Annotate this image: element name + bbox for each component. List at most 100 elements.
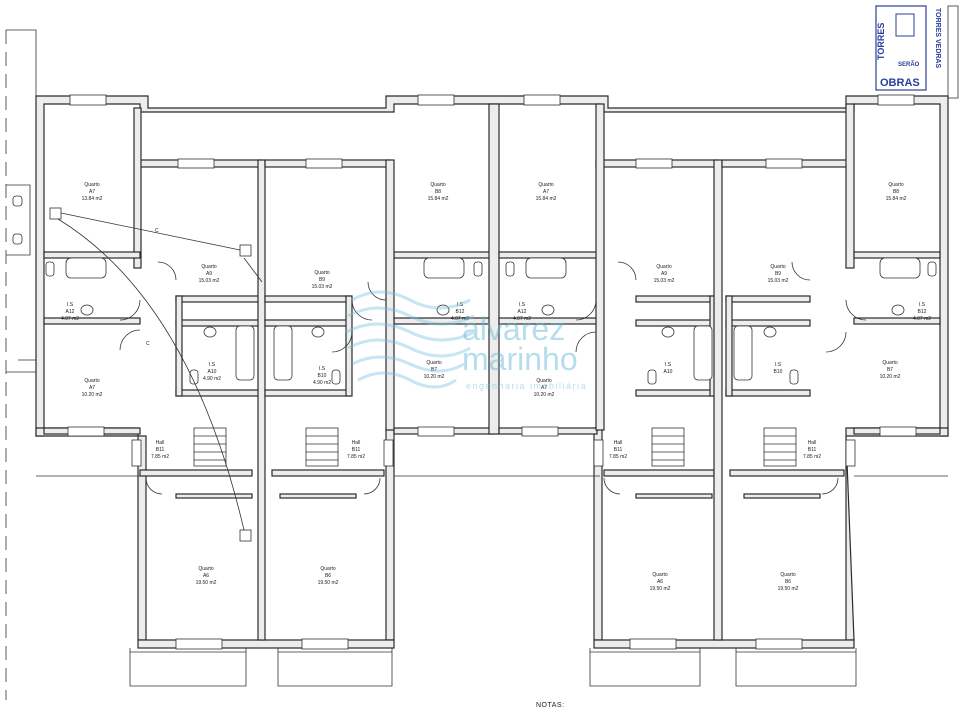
room-code: A12 <box>518 309 527 315</box>
room-area: 15.03 m2 <box>654 278 675 284</box>
room-code: A7 <box>89 189 95 195</box>
stamp-line3: TORRES VEDRAS <box>934 8 941 68</box>
room-name: I.S <box>519 302 526 308</box>
watermark-line1: alvarez <box>462 311 565 347</box>
room-code: A9 <box>206 271 212 277</box>
left-edge-lines <box>5 29 40 700</box>
room-code: B10 <box>318 373 327 379</box>
room-area: 10.20 m2 <box>880 374 901 380</box>
watermark: alvarez marinho engenharia imobiliária <box>345 290 587 391</box>
room-name: I.S <box>775 362 782 368</box>
stamp-line1: TORRES <box>876 23 886 60</box>
room-name: Quarto <box>426 360 442 366</box>
room-name: Quarto <box>198 566 214 572</box>
section-line: C C <box>49 207 263 542</box>
room-code: B11 <box>156 447 165 453</box>
room-code: B12 <box>456 309 465 315</box>
room-area: 4.07 m2 <box>913 316 931 322</box>
stairs <box>193 427 797 467</box>
room-code: A12 <box>66 309 75 315</box>
room-area: 7.85 m2 <box>151 454 169 460</box>
room-code: A6 <box>657 579 663 585</box>
room-code: B9 <box>319 277 325 283</box>
room-name: Quarto <box>538 182 554 188</box>
room-area: 15.84 m2 <box>886 196 907 202</box>
room-name: I.S <box>209 362 216 368</box>
room-code: B11 <box>352 447 361 453</box>
room-name: Quarto <box>652 572 668 578</box>
room-area: 4.07 m2 <box>451 316 469 322</box>
room-code: A6 <box>203 573 209 579</box>
notes-label: NOTAS: <box>536 702 565 709</box>
room-name: Hall <box>156 440 165 446</box>
room-name: Hall <box>352 440 361 446</box>
room-area: 15.84 m2 <box>536 196 557 202</box>
room-area: 7.85 m2 <box>609 454 627 460</box>
room-name: I.S <box>919 302 926 308</box>
room-name: I.S <box>67 302 74 308</box>
municipal-stamp: TORRES OBRAS SERÃO TORRES VEDRAS <box>875 5 959 99</box>
watermark-line2: marinho <box>462 341 578 377</box>
room-area: 15.03 m2 <box>312 284 333 290</box>
room-name: Quarto <box>201 264 217 270</box>
room-area: 15.03 m2 <box>768 278 789 284</box>
room-name: Quarto <box>84 378 100 384</box>
room-name: Quarto <box>84 182 100 188</box>
room-code: B6 <box>325 573 331 579</box>
room-name: Hall <box>614 440 623 446</box>
room-code: B7 <box>431 367 437 373</box>
watermark-line3: engenharia imobiliária <box>466 381 587 391</box>
room-area: 19.50 m2 <box>778 586 799 592</box>
room-area: 4.07 m2 <box>513 316 531 322</box>
room-area: 7.85 m2 <box>803 454 821 460</box>
room-code: B7 <box>887 367 893 373</box>
room-name: Quarto <box>780 572 796 578</box>
room-area: 19.50 m2 <box>318 580 339 586</box>
balconies <box>36 475 948 687</box>
room-code: A7 <box>541 385 547 391</box>
room-name: Quarto <box>320 566 336 572</box>
room-code: B10 <box>774 369 783 375</box>
room-area: 19.50 m2 <box>650 586 671 592</box>
room-code: B11 <box>614 447 623 453</box>
room-area: 7.85 m2 <box>347 454 365 460</box>
bathroom-fixtures <box>45 257 937 385</box>
section-label-c2: C <box>146 341 150 347</box>
room-name: I.S <box>457 302 464 308</box>
room-code: A10 <box>208 369 217 375</box>
room-code: A10 <box>664 369 673 375</box>
room-name: Quarto <box>656 264 672 270</box>
room-name: Quarto <box>536 378 552 384</box>
stamp-line4: SERÃO <box>898 61 920 68</box>
room-code: B11 <box>808 447 817 453</box>
room-name: Quarto <box>770 264 786 270</box>
room-name: Quarto <box>430 182 446 188</box>
room-area: 10.20 m2 <box>82 392 103 398</box>
room-code: A9 <box>661 271 667 277</box>
